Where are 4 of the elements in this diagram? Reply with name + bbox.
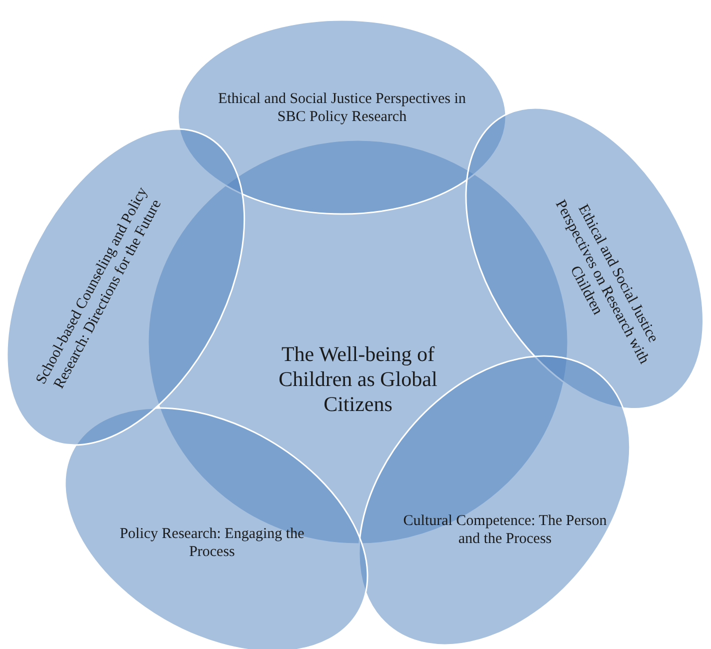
- topic-label: Ethical and Social Justice Perspectives in SBC Policy Research: [217, 90, 467, 126]
- topic-label: Cultural Competence: The Person and the Process: [402, 512, 608, 548]
- topic-label: Policy Research: Engaging the Process: [118, 524, 306, 561]
- center-title: The Well-being of Children as Global Citizens: [278, 342, 438, 418]
